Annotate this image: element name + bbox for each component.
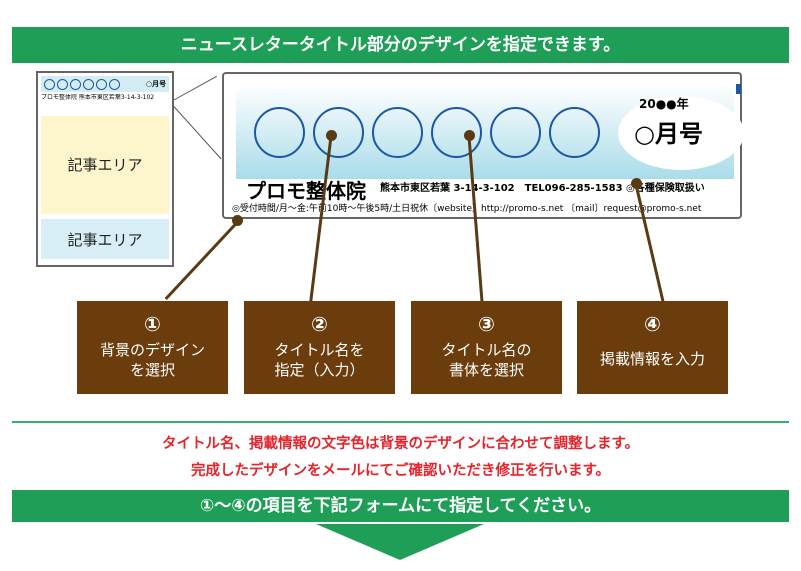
option-line-2: 書体を選択 <box>448 361 524 379</box>
article-area-label: 記事エリア <box>67 231 143 249</box>
title-design-preview: 20●●年 ○月号 プロモ整体院 熊本市東区若葉 3-14-3-102 TEL0… <box>222 72 744 219</box>
preview-circle <box>431 107 482 158</box>
note-line-1: タイトル名、掲載情報の文字色は背景のデザインに合わせて調整します。 <box>161 436 640 452</box>
option-number: ④ <box>644 312 661 336</box>
callout-dot-4 <box>631 178 642 189</box>
down-arrow-icon <box>316 524 484 560</box>
option-number: ① <box>144 312 161 336</box>
callout-dot-2 <box>326 130 337 141</box>
callout-dot-3 <box>464 130 475 141</box>
preview-header-background <box>236 84 744 179</box>
corner-accent <box>736 84 741 94</box>
zoom-lead-line <box>172 75 217 101</box>
option-line-1: タイトル名を <box>274 341 365 359</box>
option-box-4: ④ 掲載情報を入力 <box>577 301 728 394</box>
preview-circle <box>372 107 423 158</box>
section-divider <box>12 421 789 423</box>
article-area-label: 記事エリア <box>67 156 143 174</box>
thumbnail-circle <box>109 79 120 90</box>
option-line-1: 掲載情報を入力 <box>599 350 705 368</box>
newsletter-thumbnail: ○月号 プロモ整体院 熊本市東区若葉3-14-3-102 記事エリア 記事エリア <box>36 71 174 267</box>
thumbnail-circle <box>83 79 94 90</box>
option-box-3: ③ タイトル名の 書体を選択 <box>411 301 562 394</box>
option-line-1: 背景のデザイン <box>99 341 205 359</box>
option-box-1: ① 背景のデザイン を選択 <box>77 301 228 394</box>
thumbnail-header: ○月号 <box>41 76 169 92</box>
thumbnail-article-area-2: 記事エリア <box>41 219 169 259</box>
preview-circle <box>313 107 364 158</box>
thumbnail-circle <box>44 79 55 90</box>
thumbnail-circle <box>70 79 81 90</box>
option-box-2: ② タイトル名を 指定（入力） <box>244 301 395 394</box>
option-line-2: を選択 <box>129 361 175 379</box>
zoom-lead-line <box>172 105 222 160</box>
clinic-name: プロモ整体院 <box>246 179 366 203</box>
bottom-banner: ①～④の項目を下記フォームにて指定してください。 <box>12 490 789 522</box>
option-line-1: タイトル名の <box>441 341 532 359</box>
clinic-contact: 熊本市東区若葉 3-14-3-102 TEL096-285-1583 ◎各種保険… <box>380 183 705 194</box>
issue-year: 20●●年 <box>639 97 689 111</box>
issue-oval <box>618 96 744 170</box>
clinic-hours: ◎受付時間/月～金:午前10時～午後5時/土日祝休〔website〕http:/… <box>232 204 702 214</box>
top-banner: ニュースレタータイトル部分のデザインを指定できます。 <box>12 27 789 63</box>
preview-circle <box>549 107 600 158</box>
thumbnail-article-area-1: 記事エリア <box>41 116 169 214</box>
thumbnail-info: プロモ整体院 熊本市東区若葉3-14-3-102 <box>41 94 155 101</box>
preview-circle <box>490 107 541 158</box>
issue-month: ○月号 <box>634 120 703 148</box>
thumbnail-circle <box>57 79 68 90</box>
option-number: ③ <box>478 312 495 336</box>
thumbnail-circle <box>96 79 107 90</box>
note-line-2: 完成したデザインをメールにてご確認いただき修正を行います。 <box>190 463 611 479</box>
option-number: ② <box>311 312 328 336</box>
thumbnail-issue: ○月号 <box>146 80 167 88</box>
preview-circle <box>254 107 305 158</box>
callout-line-1 <box>164 220 240 301</box>
option-line-2: 指定（入力） <box>274 361 365 379</box>
